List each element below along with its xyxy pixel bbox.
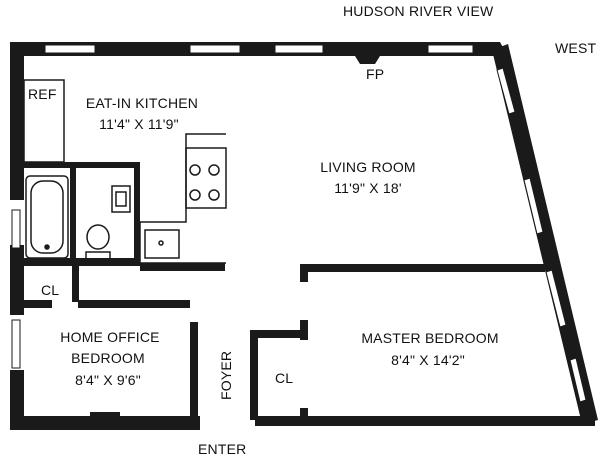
direction-label: WEST — [555, 40, 597, 56]
wall-office-top-right — [78, 300, 190, 308]
wall-foyer-stub — [252, 345, 258, 420]
living-name: LIVING ROOM — [320, 159, 416, 175]
wall-closet-top — [250, 330, 308, 338]
master-name: MASTER BEDROOM — [361, 330, 499, 346]
window-right-3 — [545, 269, 567, 328]
wall-left-lower — [10, 370, 24, 430]
master-size: 8'4" X 14'2" — [391, 352, 465, 368]
wall-master-top — [300, 264, 545, 272]
foyer-label: FOYER — [218, 350, 234, 400]
window-right-2 — [523, 177, 544, 235]
fireplace-hearth — [355, 56, 380, 64]
fireplace-label: FP — [366, 66, 385, 82]
closet-office-label: CL — [41, 282, 60, 298]
wall-closet-right — [72, 266, 79, 302]
window-top-1 — [44, 44, 96, 54]
wall-bath-left — [70, 162, 76, 260]
wall-office-top — [22, 300, 52, 308]
wall-bath-bottom — [22, 258, 140, 266]
door-mat — [90, 412, 120, 418]
bathtub — [25, 175, 69, 259]
wall-kitchen-bottom — [140, 263, 225, 271]
wall-office-right — [190, 322, 198, 422]
window-top-2 — [189, 44, 241, 54]
window-right-1 — [496, 67, 516, 115]
wall-left-upper — [10, 70, 24, 200]
closet-master-label: CL — [275, 370, 294, 386]
wall-left-middle — [10, 245, 24, 315]
refrigerator — [23, 79, 65, 163]
wall-top — [10, 42, 510, 70]
wall-kitchen-bath — [22, 162, 140, 168]
kitchen-counter — [139, 133, 227, 264]
wall-bottom-right — [255, 416, 595, 426]
wall-master-left — [300, 264, 308, 282]
refrigerator-label: REF — [28, 86, 57, 102]
wall-bath-right — [134, 162, 140, 260]
kitchen-name: EAT-IN KITCHEN — [85, 95, 199, 111]
living-size: 11'9" X 18' — [334, 180, 402, 196]
office-name-line2: BEDROOM — [71, 350, 145, 366]
office-size: 8'4" X 9'6" — [75, 372, 141, 388]
window-left-1 — [11, 209, 21, 249]
office-name-line1: HOME OFFICE — [60, 329, 160, 345]
bathroom-sink — [111, 185, 131, 213]
window-right-4 — [569, 357, 587, 403]
toilet — [85, 224, 111, 260]
view-label: HUDSON RIVER VIEW — [343, 3, 494, 19]
wall-closet-stub — [300, 320, 308, 340]
window-left-2 — [11, 319, 21, 369]
window-top-3 — [274, 44, 324, 54]
wall-closet-door — [300, 408, 308, 420]
kitchen-size: 11'4" X 11'9" — [99, 116, 179, 132]
wall-right-diagonal — [492, 44, 598, 424]
window-top-4 — [427, 44, 474, 54]
wall-bottom-left — [10, 416, 200, 430]
enter-label: ENTER — [198, 441, 247, 457]
